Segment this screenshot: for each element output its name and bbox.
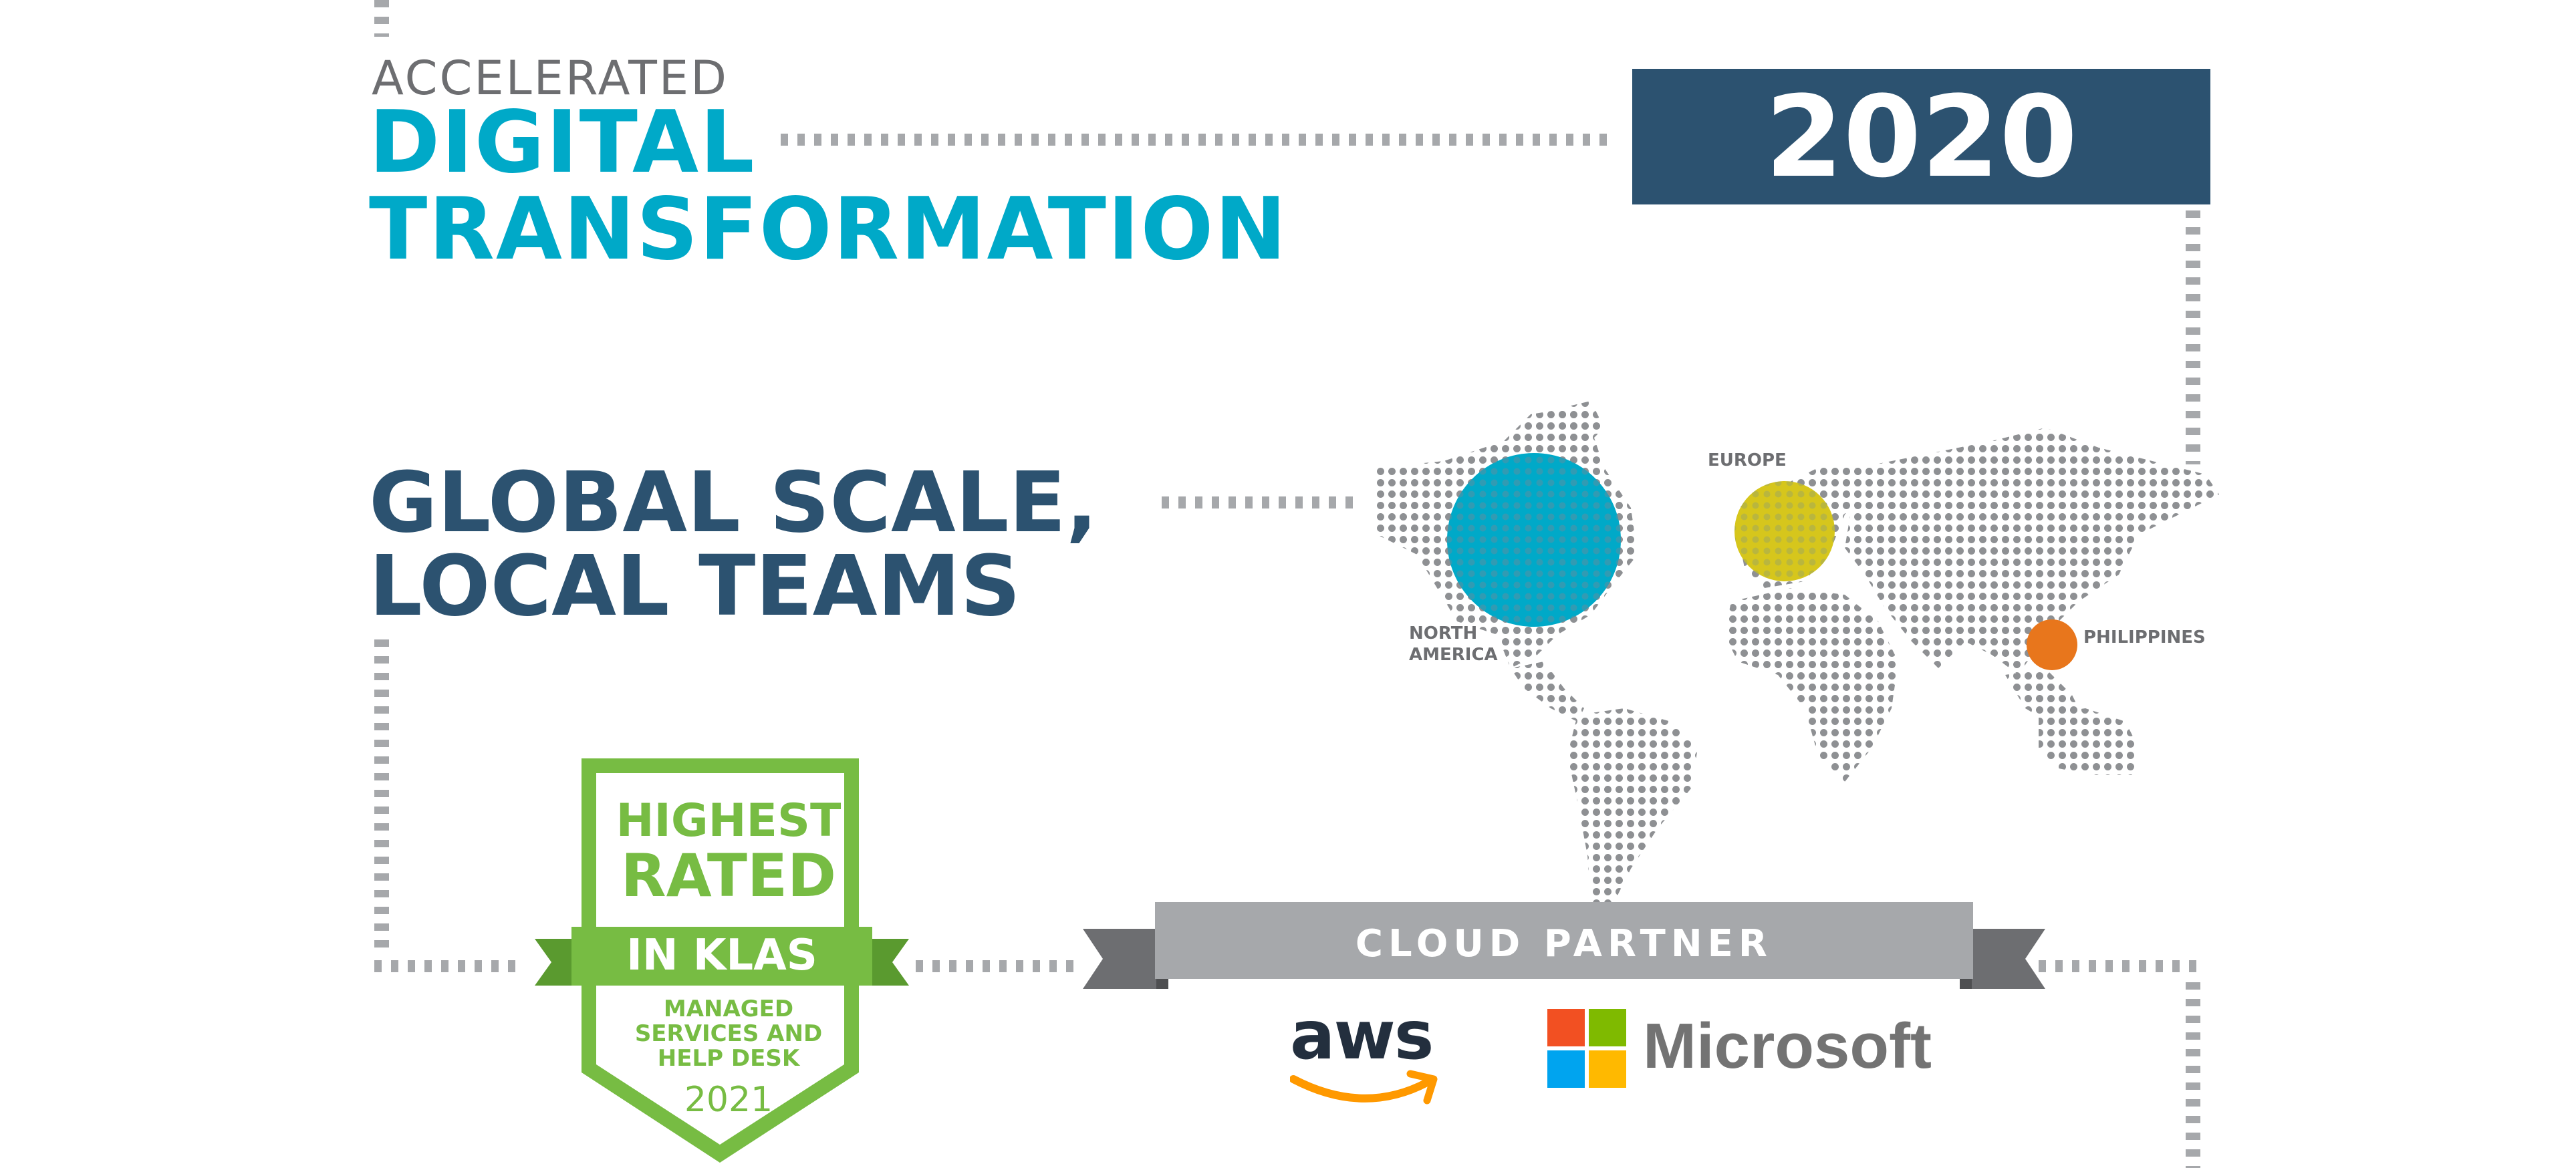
dotted-line-header: [781, 134, 1613, 146]
north-america-label-line-2: AMERICA: [1409, 645, 1498, 665]
badge-ribbon-text: IN KLAS: [626, 931, 817, 980]
eyebrow-text: ACCELERATED: [372, 51, 729, 106]
dotted-line-global: [1162, 496, 1357, 508]
title-line-1: DIGITAL: [369, 93, 756, 192]
dotted-line-bottom-right: [2039, 960, 2202, 972]
badge-sub-line-3: HELP DESK: [657, 1045, 800, 1072]
badge-line-2: RATED: [620, 841, 837, 910]
aws-logo: aws: [1290, 1002, 1450, 1109]
microsoft-icon: [1547, 1009, 1626, 1088]
badge-sub-line-1: MANAGED: [663, 996, 794, 1022]
map-central-america: [1511, 662, 1584, 722]
map-asia: [1845, 428, 2219, 675]
dotted-line-bottom-middle: [916, 960, 1083, 972]
map-africa: [1724, 588, 1898, 782]
dotted-line-bottom-left: [374, 960, 525, 972]
microsoft-logo-text: Microsoft: [1643, 1010, 1932, 1082]
badge-year: 2021: [684, 1080, 773, 1120]
cloud-partner-text: CLOUD PARTNER: [1355, 922, 1773, 966]
europe-label: EUROPE: [1708, 450, 1787, 470]
title-line-2: TRANSFORMATION: [369, 180, 1288, 279]
badge-sub-line-2: SERVICES AND: [634, 1020, 823, 1047]
cloud-partner-ribbon: [1083, 902, 2045, 989]
map-south-america: [1567, 708, 1698, 935]
global-line-1: GLOBAL SCALE,: [369, 454, 1098, 551]
dotted-line-left-middle: [374, 639, 389, 954]
map-australia: [2039, 708, 2139, 775]
klas-badge: [535, 758, 909, 1163]
dotted-line-right-upper: [2186, 210, 2200, 464]
year-text: 2020: [1765, 71, 2078, 202]
dotted-line-left-top: [374, 0, 389, 37]
global-line-2: LOCAL TEAMS: [369, 538, 1021, 635]
map-greenland: [1557, 401, 1604, 441]
aws-logo-text: aws: [1290, 996, 1434, 1074]
badge-line-1: HIGHEST: [616, 794, 842, 847]
year-banner: 2020: [1632, 69, 2210, 204]
aws-smile-icon: [1290, 1070, 1438, 1105]
north-america-label-line-1: NORTH: [1409, 623, 1477, 643]
philippines-highlight: [2027, 619, 2077, 670]
philippines-label: PHILIPPINES: [2083, 627, 2206, 647]
dotted-line-right-lower: [2186, 982, 2200, 1168]
